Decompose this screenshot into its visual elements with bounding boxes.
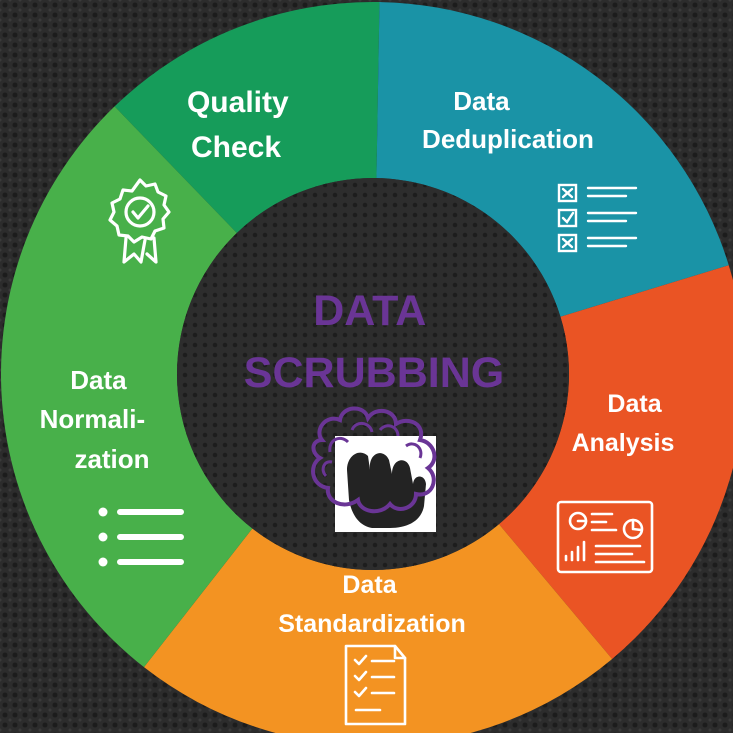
segment-label-data-analysis: Data Analysis (572, 390, 675, 457)
segment-data-standardization (143, 524, 613, 733)
scrubbing-hand-icon (311, 406, 437, 532)
document-list-icon (344, 644, 407, 726)
segment-data-deduplication (376, 2, 729, 317)
segment-label-quality-check: Quality Check (187, 86, 297, 164)
segment-quality-check (114, 1, 380, 234)
dashboard-chart-icon (556, 500, 654, 574)
award-badge-icon (108, 178, 171, 264)
segment-label-data-normalization: Data Normali- zation (40, 365, 153, 474)
center-texture (177, 178, 569, 570)
segment-label-data-deduplication: Data Deduplication (422, 86, 594, 154)
bullet-list-icon (98, 507, 184, 567)
segment-label-data-standardization: Data Standardization (278, 571, 466, 638)
checklist-icon (557, 183, 638, 253)
center-title: DATA SCRUBBING (244, 287, 504, 397)
segment-data-normalization (0, 106, 253, 668)
